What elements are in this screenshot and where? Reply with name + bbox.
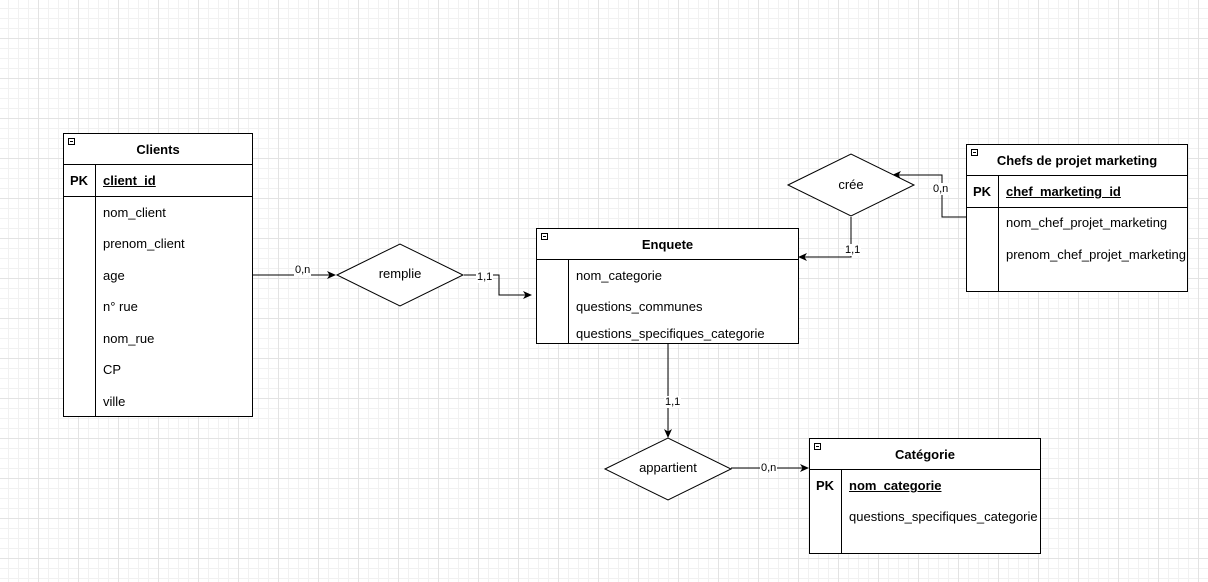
attribute-field: nom_categorie bbox=[576, 268, 662, 283]
primary-key-field: client_id bbox=[103, 173, 156, 188]
column-divider bbox=[998, 176, 999, 291]
attribute-field: nom_rue bbox=[103, 331, 155, 346]
entity-enquete-title: Enquete bbox=[641, 236, 694, 252]
entity-clients-pk-row: PK client_id bbox=[64, 165, 252, 197]
entity-clients-title: Clients bbox=[136, 141, 180, 157]
edge-chefs-cree[interactable] bbox=[892, 171, 967, 218]
entity-categorie-pk-row: PK nom_categorie bbox=[810, 470, 1040, 502]
collapse-icon[interactable] bbox=[541, 233, 548, 240]
pk-label: PK bbox=[70, 173, 89, 188]
cardinality-enquete-appartient: 1,1 bbox=[664, 396, 682, 408]
attribute-field: prenom_chef_projet_marketing bbox=[1006, 247, 1186, 262]
cardinality-remplie-enquete: 1,1 bbox=[476, 271, 494, 283]
entity-chefs-de-projet-marketing[interactable]: Chefs de projet marketing PK chef_market… bbox=[966, 144, 1188, 292]
cardinality-clients-remplie: 0,n bbox=[294, 264, 312, 276]
attribute-field: prenom_client bbox=[103, 236, 185, 251]
entity-chefs-title: Chefs de projet marketing bbox=[996, 152, 1158, 168]
pk-label: PK bbox=[816, 478, 835, 493]
attribute-field: nom_client bbox=[103, 205, 166, 220]
cardinality-appartient-categorie: 0,n bbox=[760, 462, 778, 474]
entity-chefs-header[interactable]: Chefs de projet marketing bbox=[967, 145, 1187, 176]
attribute-field: ville bbox=[103, 394, 126, 409]
entity-categorie-header[interactable]: Catégorie bbox=[810, 439, 1040, 470]
entity-clients[interactable]: Clients PK client_id nom_client prenom_c… bbox=[63, 133, 253, 417]
collapse-icon[interactable] bbox=[68, 138, 75, 145]
entity-categorie-title: Catégorie bbox=[895, 446, 955, 462]
attribute-field: n° rue bbox=[103, 299, 138, 314]
column-divider bbox=[841, 470, 842, 553]
relationship-appartient-label: appartient bbox=[639, 460, 697, 475]
entity-enquete[interactable]: Enquete nom_categorie questions_communes… bbox=[536, 228, 799, 344]
entity-chefs-pk-row: PK chef_marketing_id bbox=[967, 176, 1187, 208]
entity-clients-header[interactable]: Clients bbox=[64, 134, 252, 165]
primary-key-field: nom_categorie bbox=[849, 478, 942, 493]
attribute-field: age bbox=[103, 268, 125, 283]
relationship-remplie-label: remplie bbox=[378, 266, 422, 281]
column-divider bbox=[95, 165, 96, 416]
cardinality-cree-enquete: 1,1 bbox=[844, 244, 862, 256]
pk-label: PK bbox=[973, 184, 992, 199]
cardinality-chefs-cree: 0,n bbox=[932, 183, 950, 195]
relationship-cree-label: crée bbox=[838, 177, 864, 192]
attribute-field: questions_specifiques_categorie bbox=[576, 326, 765, 341]
entity-enquete-header[interactable]: Enquete bbox=[537, 229, 798, 260]
column-divider bbox=[568, 260, 569, 343]
attribute-field: nom_chef_projet_marketing bbox=[1006, 215, 1168, 230]
attribute-field: questions_specifiques_categorie bbox=[849, 509, 1038, 524]
entity-categorie[interactable]: Catégorie PK nom_categorie questions_spe… bbox=[809, 438, 1041, 554]
edge-remplie-enquete[interactable] bbox=[464, 274, 532, 299]
attribute-field: questions_communes bbox=[576, 299, 703, 314]
primary-key-field: chef_marketing_id bbox=[1006, 184, 1121, 199]
collapse-icon[interactable] bbox=[971, 149, 978, 156]
collapse-icon[interactable] bbox=[814, 443, 821, 450]
attribute-field: CP bbox=[103, 362, 122, 377]
